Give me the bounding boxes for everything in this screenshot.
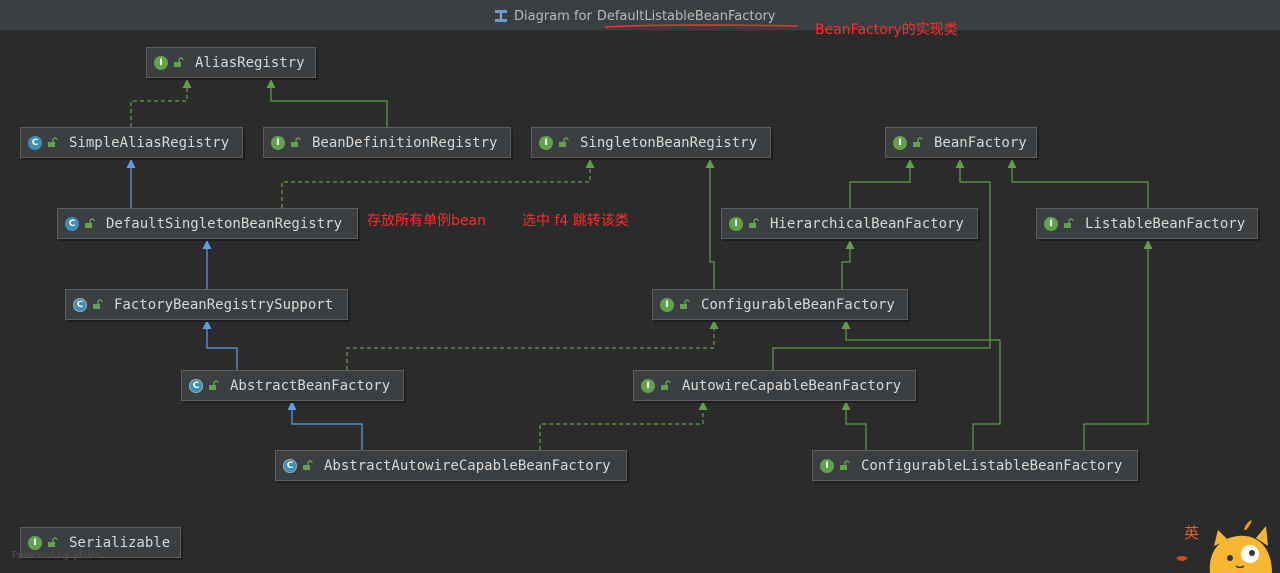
node-label: AliasRegistry (195, 54, 305, 71)
edge-hierarchical-to-beanfactory (849, 159, 915, 208)
unlocked-icon (291, 137, 301, 147)
unlocked-icon (1064, 218, 1074, 228)
node-label: AbstractAutowireCapableBeanFactory (324, 457, 611, 474)
annotation-title-note: BeanFactory的实现类 (815, 22, 958, 38)
edge-configurablelistable-to-autowirecapable (841, 401, 867, 450)
interface-icon: I (271, 135, 285, 150)
unlocked-icon (749, 218, 759, 228)
node-abstract-bean-factory[interactable]: C AbstractBeanFactory (181, 370, 404, 401)
node-alias-registry[interactable]: I AliasRegistry (146, 47, 316, 78)
node-label: BeanFactory (934, 134, 1027, 151)
node-label: FactoryBeanRegistrySupport (114, 296, 334, 313)
node-label: HierarchicalBeanFactory (770, 215, 964, 232)
node-configurable-listable-bean-factory[interactable]: I ConfigurableListableBeanFactory (812, 450, 1138, 481)
node-listable-bean-factory[interactable]: I ListableBeanFactory (1036, 208, 1258, 239)
window-title: Diagram for DefaultListableBeanFactory (494, 6, 776, 26)
node-serializable[interactable]: I Serializable (20, 527, 181, 558)
edge-configurablebf-to-singletonreg (705, 159, 715, 289)
unlocked-icon (48, 537, 58, 547)
node-label: ConfigurableListableBeanFactory (861, 457, 1123, 474)
edge-configurablelistable-to-configurablebf (841, 320, 1001, 450)
node-autowire-capable-bean-factory[interactable]: I AutowireCapableBeanFactory (633, 370, 916, 401)
abstract-class-icon: C (283, 458, 297, 473)
edge-defaultsingleton-to-singletonreg (281, 159, 595, 208)
interface-icon: I (1044, 216, 1058, 231)
edge-configurablelistable-to-listable (1083, 240, 1153, 450)
class-icon: C (28, 135, 42, 150)
unlocked-icon (840, 460, 850, 470)
abstract-class-icon: C (73, 297, 87, 312)
node-label: SingletonBeanRegistry (580, 134, 758, 151)
node-label: AutowireCapableBeanFactory (682, 377, 902, 394)
node-singleton-bean-registry[interactable]: I SingletonBeanRegistry (531, 127, 771, 158)
node-label: SimpleAliasRegistry (69, 134, 230, 151)
abstract-class-icon: C (189, 378, 203, 393)
edge-listable-to-beanfactory (1007, 159, 1149, 208)
mascot-glyph: 英 (1184, 524, 1199, 542)
unlocked-icon (661, 380, 671, 390)
interface-icon: I (641, 378, 655, 393)
node-factory-bean-registry-support[interactable]: C FactoryBeanRegistrySupport (65, 289, 348, 320)
node-label: BeanDefinitionRegistry (312, 134, 498, 151)
node-label: AbstractBeanFactory (230, 377, 391, 394)
unlocked-icon (93, 299, 103, 309)
interface-icon: I (820, 458, 834, 473)
interface-icon: I (729, 216, 743, 231)
interface-icon: I (154, 55, 168, 70)
unlocked-icon (48, 137, 58, 147)
unlocked-icon (913, 137, 923, 147)
node-simple-alias-registry[interactable]: C SimpleAliasRegistry (20, 127, 243, 158)
edge-autowirecapable-to-beanfactory (772, 159, 991, 370)
node-label: DefaultSingletonBeanRegistry (106, 215, 343, 232)
fox-mascot-icon[interactable]: 英 (1170, 516, 1280, 573)
edge-configurablebf-to-hierarchical (841, 240, 855, 289)
edge-simplealias-to-aliasregistry (130, 79, 192, 127)
edge-beandefreg-to-aliasregistry (266, 79, 388, 127)
unlocked-icon (209, 380, 219, 390)
unlocked-icon (303, 460, 313, 470)
edge-abstractbeanfactory-to-configurablebf (346, 320, 719, 370)
node-label: Serializable (69, 534, 171, 551)
class-icon: C (65, 216, 79, 231)
interface-icon: I (893, 135, 907, 150)
node-configurable-bean-factory[interactable]: I ConfigurableBeanFactory (652, 289, 908, 320)
edge-abstractautowire-to-autowirecapable (539, 401, 708, 450)
unlocked-icon (559, 137, 569, 147)
interface-icon: I (539, 135, 553, 150)
annotation-singleton-note: 存放所有单例bean (367, 213, 486, 229)
annotation-underline (604, 24, 799, 28)
node-label: ListableBeanFactory (1085, 215, 1246, 232)
interface-icon: I (28, 535, 42, 550)
edge-abstractbeanfactory-to-factorybeanregsupport (202, 320, 238, 370)
node-bean-factory[interactable]: I BeanFactory (885, 127, 1037, 158)
interface-icon: I (660, 297, 674, 312)
edge-abstractautowire-to-abstractbeanfactory (287, 401, 363, 450)
node-label: ConfigurableBeanFactory (701, 296, 895, 313)
annotation-f4-note: 选中 f4 跳转该类 (522, 213, 629, 229)
node-bean-definition-registry[interactable]: I BeanDefinitionRegistry (263, 127, 511, 158)
unlocked-icon (174, 57, 184, 67)
title-class-name: DefaultListableBeanFactory (596, 8, 776, 24)
node-abstract-autowire-capable-bean-factory[interactable]: C AbstractAutowireCapableBeanFactory (275, 450, 627, 481)
unlocked-icon (680, 299, 690, 309)
diagram-icon (495, 10, 507, 22)
powered-by-watermark: Powered by yFiles (12, 550, 101, 561)
title-prefix: Diagram for (514, 8, 592, 24)
unlocked-icon (85, 218, 95, 228)
node-default-singleton-bean-registry[interactable]: C DefaultSingletonBeanRegistry (57, 208, 358, 239)
node-hierarchical-bean-factory[interactable]: I HierarchicalBeanFactory (721, 208, 978, 239)
